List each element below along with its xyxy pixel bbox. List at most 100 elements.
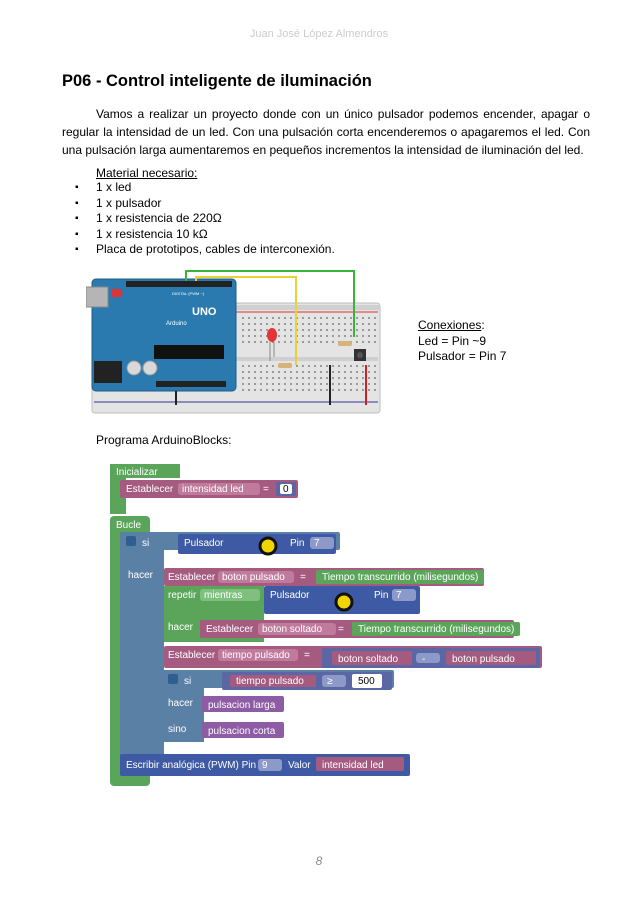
- breadboard-hole: [362, 371, 364, 373]
- breadboard-hole: [242, 323, 244, 325]
- gear-icon[interactable]: [126, 536, 136, 546]
- connections-box: Conexiones: Led = Pin ~9 Pulsador = Pin …: [418, 318, 506, 365]
- breadboard-hole: [326, 317, 328, 319]
- elapsed-block: [352, 622, 520, 636]
- breadboard-hole: [290, 383, 292, 385]
- breadboard-hole: [332, 389, 334, 391]
- breadboard-hole: [302, 389, 304, 391]
- gear-icon[interactable]: [168, 674, 178, 684]
- breadboard-hole: [272, 341, 274, 343]
- var-dropdown-intensity[interactable]: [178, 483, 260, 495]
- breadboard-hole: [248, 377, 250, 379]
- breadboard-hole: [344, 317, 346, 319]
- breadboard-hole: [242, 365, 244, 367]
- breadboard-hole: [254, 377, 256, 379]
- gte-dropdown[interactable]: [322, 675, 346, 687]
- pin7-value: 7: [396, 590, 402, 601]
- while-label: mientras: [204, 590, 242, 601]
- breadboard-hole: [374, 341, 376, 343]
- breadboard-hole: [374, 383, 376, 385]
- breadboard-hole: [290, 371, 292, 373]
- breadboard-hole: [374, 335, 376, 337]
- breadboard-hole: [290, 323, 292, 325]
- breadboard-hole: [278, 377, 280, 379]
- breadboard-hole: [368, 389, 370, 391]
- breadboard-hole: [296, 377, 298, 379]
- breadboard-hole: [284, 317, 286, 319]
- breadboard-hole: [266, 383, 268, 385]
- minus-dropdown[interactable]: [416, 653, 440, 663]
- breadboard-hole: [284, 371, 286, 373]
- breadboard-hole: [350, 371, 352, 373]
- breadboard-hole: [248, 365, 250, 367]
- breadboard-hole: [266, 329, 268, 331]
- breadboard-hole: [338, 389, 340, 391]
- breadboard-hole: [362, 389, 364, 391]
- number-500: [352, 674, 382, 688]
- button-block: [178, 534, 336, 554]
- breadboard-hole: [314, 389, 316, 391]
- breadboard-hole: [314, 371, 316, 373]
- wire-green: [185, 270, 355, 337]
- set-label: Establecer: [126, 484, 174, 495]
- breadboard-hole: [302, 341, 304, 343]
- breadboard-hole: [260, 383, 262, 385]
- pin-dropdown[interactable]: [310, 537, 334, 549]
- breadboard-hole: [326, 371, 328, 373]
- connection-led: Led = Pin ~9: [418, 333, 487, 348]
- material-item: Placa de prototipos, cables de intercone…: [62, 242, 335, 258]
- zero-value[interactable]: 0: [283, 484, 289, 495]
- pin-label: Pin: [290, 538, 304, 549]
- arduino-board: [91, 278, 237, 392]
- breadboard-hole: [278, 371, 280, 373]
- board-brand: Arduino: [166, 321, 187, 327]
- pin-dropdown[interactable]: [392, 589, 416, 601]
- breadboard-hole: [320, 371, 322, 373]
- breadboard-hole: [242, 371, 244, 373]
- material-item: 1 x pulsador: [62, 196, 335, 212]
- breadboard-hole: [338, 365, 340, 367]
- var-dropdown-pressed[interactable]: [218, 571, 294, 583]
- while-dropdown[interactable]: [200, 589, 260, 601]
- breadboard-hole: [314, 377, 316, 379]
- long-press-block: [202, 696, 284, 712]
- var-dropdown-released[interactable]: [258, 623, 336, 635]
- breadboard-hole: [302, 335, 304, 337]
- breadboard-hole: [302, 329, 304, 331]
- breadboard-hole: [248, 383, 250, 385]
- breadboard-hole: [290, 317, 292, 319]
- set-label: Establecer: [168, 650, 216, 661]
- breadboard-hole: [284, 323, 286, 325]
- breadboard-hole: [332, 371, 334, 373]
- breadboard-hole: [332, 335, 334, 337]
- button-sensor-icon: [258, 536, 278, 556]
- breadboard-hole: [368, 329, 370, 331]
- breadboard-hole: [302, 371, 304, 373]
- do-label: hacer: [168, 698, 194, 709]
- breadboard-hole: [356, 371, 358, 373]
- do-label: hacer: [168, 622, 194, 633]
- page-title: P06 - Control inteligente de iluminación: [62, 72, 372, 90]
- var-dropdown-time[interactable]: [218, 649, 298, 661]
- pin9-dropdown[interactable]: [258, 759, 282, 771]
- breadboard-hole: [284, 329, 286, 331]
- breadboard-hole: [308, 389, 310, 391]
- breadboard-hole: [254, 365, 256, 367]
- button-sensor-icon: [334, 592, 354, 612]
- breadboard-hole: [302, 317, 304, 319]
- breadboard-hole: [272, 389, 274, 391]
- page-number: 8: [315, 854, 323, 868]
- program-label: Programa ArduinoBlocks:: [96, 433, 232, 447]
- n500-value[interactable]: 500: [358, 676, 375, 687]
- breadboard-hole: [368, 323, 370, 325]
- breadboard-hole: [320, 365, 322, 367]
- pin9-value: 9: [262, 760, 268, 771]
- breadboard-hole: [320, 377, 322, 379]
- breadboard-hole: [314, 329, 316, 331]
- breadboard-hole: [260, 365, 262, 367]
- breadboard-hole: [302, 365, 304, 367]
- breadboard-hole: [272, 383, 274, 385]
- breadboard-hole: [278, 341, 280, 343]
- breadboard-hole: [284, 389, 286, 391]
- breadboard-hole: [368, 317, 370, 319]
